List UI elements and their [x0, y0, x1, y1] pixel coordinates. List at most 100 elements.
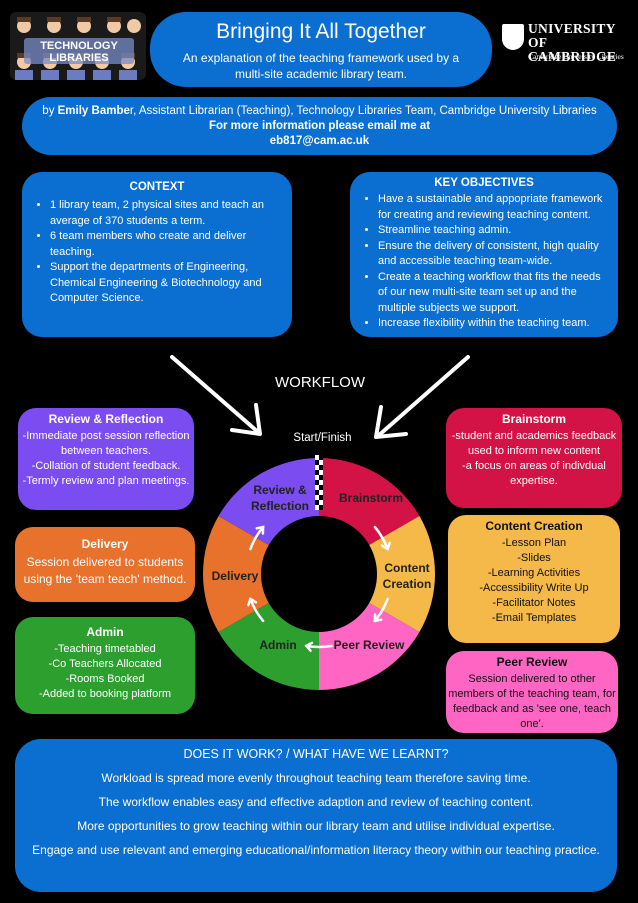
objectives-list: Have a sustainable and appopriate framew…	[362, 192, 606, 332]
card-title: Peer Review	[496, 655, 568, 669]
segment-label-peer-review: Peer Review	[333, 638, 405, 652]
card-line: -Teaching timetabled	[54, 643, 156, 655]
card-description: Session delivered to other members of th…	[448, 673, 616, 730]
checkered-flag-tile	[315, 495, 319, 500]
content-label-line2: Creation	[382, 577, 432, 591]
card-line: -Lesson Plan	[501, 537, 567, 549]
checkered-flag-tile	[319, 470, 323, 475]
checkered-flag-tile	[319, 480, 323, 485]
author-prefix: by	[42, 105, 58, 117]
right-pointer-arrow-icon	[376, 355, 470, 438]
card-line: -Rooms Booked	[65, 673, 145, 685]
segment-label-admin: Admin	[259, 638, 297, 652]
peer-review-card: Peer Review Session delivered to other m…	[446, 651, 618, 733]
start-finish-label: Start/Finish	[293, 432, 352, 444]
review-reflection-card: Review & Reflection -Immediate post sess…	[18, 408, 194, 510]
checkered-flag-tile	[315, 485, 319, 490]
checkered-flag-tile	[315, 505, 319, 510]
checkered-flag-tile	[319, 465, 323, 470]
card-title: Brainstorm	[501, 412, 566, 426]
segment-admin	[218, 603, 319, 690]
segment-label-review-reflection: Review & Reflection	[242, 482, 318, 514]
segment-peer-review	[319, 603, 420, 690]
checkered-flag-tile	[315, 475, 319, 480]
author-role: r, Assistant Librarian (Teaching), Techn…	[129, 105, 597, 117]
segment-review-reflection	[218, 458, 319, 545]
objectives-heading: KEY OBJECTIVES	[434, 177, 534, 189]
segment-label-delivery: Delivery	[211, 569, 259, 583]
content-creation-card: Content Creation -Lesson Plan -Slides -L…	[448, 515, 620, 643]
results-point: Engage and use relevant and emerging edu…	[32, 843, 600, 857]
page-subtitle: An explanation of the teaching framework…	[182, 51, 460, 82]
university-name-line1: UNIVERSITY OF	[528, 21, 616, 50]
cycle-arrowhead-icon	[373, 613, 383, 623]
logo-text-libraries: LIBRARIES	[49, 52, 108, 64]
list-item: 6 team members who create and deliver te…	[50, 229, 280, 260]
brainstorm-card: Brainstorm -student and academics feedba…	[446, 408, 622, 508]
delivery-card: Delivery Session delivered to students u…	[15, 527, 195, 602]
logo-text-technology: TECHNOLOGY	[40, 40, 118, 52]
contact-line: For more information please email me at	[208, 120, 431, 132]
card-line: -Added to booking platform	[38, 688, 172, 700]
review-label-line1: Review &	[253, 483, 307, 497]
admin-card: Admin -Teaching timetabled -Co Teachers …	[15, 617, 195, 714]
card-line: -Collation of student feedback.	[31, 460, 181, 472]
cycle-arrowhead-icon	[304, 641, 314, 652]
page-title: Bringing It All Together	[216, 20, 426, 43]
cambridge-shield-icon	[502, 24, 524, 50]
university-logo: UNIVERSITY OF CAMBRIDGE Cambridge Univer…	[500, 22, 632, 72]
context-panel: CONTEXT 1 library team, 2 physical sites…	[22, 172, 292, 337]
checkered-flag-tile	[319, 500, 323, 505]
checkered-flag-tile	[315, 490, 319, 495]
card-line: -Immediate post session reflection betwe…	[22, 430, 190, 457]
list-item: Support the departments of Engineering, …	[50, 260, 280, 307]
card-line: -Termly review and plan meetings.	[22, 475, 190, 487]
context-list: 1 library team, 2 physical sites and tea…	[34, 198, 280, 307]
cycle-arrowhead-icon	[255, 525, 265, 535]
checkered-flag-tile	[319, 505, 323, 510]
card-line: -Facilitator Notes	[492, 597, 576, 609]
list-item: Streamline teaching admin.	[378, 223, 606, 239]
card-title: Review & Reflection	[48, 412, 164, 426]
segment-label-brainstorm: Brainstorm	[338, 491, 403, 505]
card-description: Session delivered to students using the …	[23, 555, 187, 586]
checkered-flag-tile	[315, 460, 319, 465]
checkered-flag-tile	[319, 460, 323, 465]
results-point: Workload is spread more evenly throughou…	[101, 771, 531, 785]
review-label-line2: Reflection	[250, 499, 309, 513]
technology-libraries-logo: TECHNOLOGY LIBRARIES	[10, 12, 146, 80]
card-title: Admin	[86, 625, 124, 639]
university-name-line2: CAMBRIDGE	[528, 49, 617, 64]
list-item: 1 library team, 2 physical sites and tea…	[50, 198, 280, 229]
card-line: -student and academics feedback used to …	[451, 430, 617, 457]
card-line: -Slides	[517, 552, 551, 564]
checkered-flag-tile	[315, 500, 319, 505]
workflow-heading: WORKFLOW	[275, 374, 365, 391]
checkered-flag-tile	[315, 470, 319, 475]
author-line: by Emily Bamber, Assistant Librarian (Te…	[22, 104, 617, 119]
checkered-flag-tile	[315, 455, 319, 460]
checkered-flag-tile	[315, 480, 319, 485]
cycle-arrowhead-icon	[380, 541, 391, 551]
checkered-flag-tile	[315, 465, 319, 470]
card-line: -a focus on areas of indivdual expertise…	[462, 460, 606, 487]
checkered-flag-tile	[319, 485, 323, 490]
title-banner: Bringing It All Together An explanation …	[150, 12, 492, 87]
team-illustration-icon: TECHNOLOGY LIBRARIES	[15, 17, 141, 80]
card-line: -Learning Activities	[487, 567, 581, 579]
left-pointer-arrow-icon	[170, 355, 260, 434]
segment-brainstorm	[319, 458, 420, 545]
list-item: Have a sustainable and appopriate framew…	[378, 192, 606, 223]
results-point: More opportunities to grow teaching with…	[77, 819, 555, 833]
contact-email[interactable]: eb817@cam.ac.uk	[269, 135, 370, 147]
card-title: Content Creation	[485, 519, 583, 533]
checkered-flag-tile	[319, 455, 323, 460]
card-line: -Co Teachers Allocated	[48, 658, 162, 670]
results-heading: DOES IT WORK? / WHAT HAVE WE LEARNT?	[183, 747, 449, 761]
objectives-panel: KEY OBJECTIVES Have a sustainable and ap…	[350, 172, 618, 337]
author-banner: by Emily Bamber, Assistant Librarian (Te…	[22, 97, 617, 155]
card-line: -Email Templates	[491, 612, 577, 624]
checkered-flag-tile	[319, 495, 323, 500]
workflow-cycle-diagram	[203, 455, 435, 690]
